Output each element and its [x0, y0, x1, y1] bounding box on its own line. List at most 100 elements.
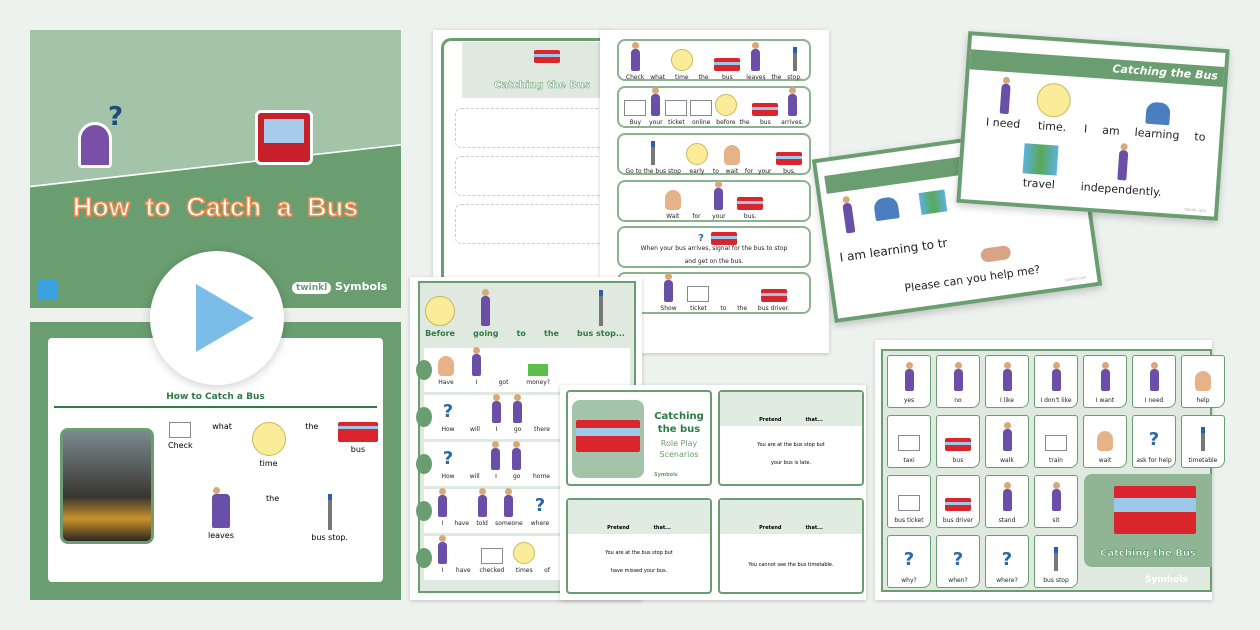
word: where — [530, 520, 550, 527]
bus-driver-icon — [760, 289, 787, 302]
word: How — [441, 426, 455, 433]
learning-icon — [1145, 101, 1172, 126]
independent-icon — [1117, 149, 1129, 181]
play-button[interactable] — [150, 251, 284, 385]
bus-icon — [737, 197, 764, 210]
word: leaves — [746, 74, 766, 81]
symbol-card[interactable]: I need — [1132, 355, 1176, 408]
symbol-card[interactable]: ?when? — [936, 535, 980, 588]
go-icon — [512, 441, 522, 470]
word: early — [689, 168, 705, 175]
symbol-card[interactable]: stand — [985, 475, 1029, 528]
symbol-card[interactable]: walk — [985, 415, 1029, 468]
word: going — [473, 329, 499, 338]
clock-icon — [670, 49, 693, 71]
symbol-card[interactable]: bus driver — [936, 475, 980, 528]
i-need-icon — [999, 83, 1011, 115]
card-line-1: I need time. I am learning to — [986, 79, 1209, 144]
word: will — [470, 426, 480, 433]
i-icon — [438, 535, 447, 564]
phrase-card-front[interactable]: Catching the Bus I need time. I am learn… — [956, 31, 1230, 221]
question-icon: ? — [442, 401, 454, 422]
wait-icon — [664, 190, 681, 210]
symbol-card[interactable]: bus — [936, 415, 980, 468]
symbols-logo: Symbols — [1145, 575, 1188, 585]
symbol-card[interactable]: ?where? — [985, 535, 1029, 588]
word: times — [515, 567, 533, 574]
ticket-icon — [665, 100, 688, 116]
scenario-line: your bus is late. — [770, 460, 812, 466]
word: wait — [725, 168, 739, 175]
bus-icon — [711, 232, 737, 245]
symbol-label: bus ticket — [894, 517, 924, 524]
word: Buy — [629, 119, 642, 126]
pretend-label: Pretend — [759, 417, 782, 423]
bus-icon — [576, 420, 640, 452]
word: ticket — [668, 119, 685, 126]
word: bus. — [783, 168, 796, 175]
symbol-label: where? — [996, 577, 1018, 584]
early-icon — [685, 143, 708, 165]
title-word: Catch a Bus — [185, 191, 359, 223]
symbol-card[interactable]: bus stop — [1034, 535, 1078, 588]
symbol-label: I want — [1095, 397, 1115, 404]
leaving-icon — [751, 42, 761, 71]
symbol-card[interactable]: train — [1034, 415, 1078, 468]
i-icon — [842, 202, 856, 234]
map-icon — [1022, 143, 1059, 176]
bus-icon — [714, 58, 741, 71]
scenario-line: You are at the bus stop but — [605, 550, 673, 556]
go-icon — [513, 394, 523, 423]
word: bus — [759, 119, 771, 126]
symbol-label: when? — [948, 577, 968, 584]
word: your — [712, 213, 726, 220]
feature-title: Catching the Bus — [1100, 548, 1196, 559]
i-don-t-like-icon — [1051, 362, 1061, 391]
twinkl-badge-icon — [38, 280, 58, 300]
symbol-card[interactable]: I don't like — [1034, 355, 1078, 408]
symbol-card[interactable]: wait — [1083, 415, 1127, 468]
symbol-card[interactable]: ?ask for help — [1132, 415, 1176, 468]
word: someone — [495, 520, 523, 527]
word: the — [739, 119, 750, 126]
cover-slide[interactable]: ? How to Catch a Bus twinkl Symbols — [30, 30, 401, 308]
told-icon — [477, 488, 487, 517]
word: stop. — [787, 74, 803, 81]
leaving-person-icon — [211, 487, 230, 528]
symbol-card[interactable]: timetable — [1181, 415, 1225, 468]
bus-stop-icon — [651, 141, 656, 165]
arrives-icon — [787, 87, 797, 116]
symbol-card[interactable]: I want — [1083, 355, 1127, 408]
symbol-label: yes — [903, 397, 915, 404]
word: before — [716, 119, 736, 126]
bus-photo — [60, 428, 154, 544]
someone-icon — [504, 488, 514, 517]
symbol-card[interactable]: no — [936, 355, 980, 408]
symbol-card[interactable]: ?why? — [887, 535, 931, 588]
symbol-card[interactable]: sit — [1034, 475, 1078, 528]
sentence-row-2: leaves the bus stop. — [208, 487, 348, 542]
i-icon — [471, 347, 481, 376]
bus-icon — [752, 103, 779, 116]
symbols-logo: Symbols — [654, 472, 678, 478]
symbol-card[interactable]: help — [1181, 355, 1225, 408]
word: online — [692, 119, 711, 126]
symbol-card[interactable]: bus ticket — [887, 475, 931, 528]
word: Check — [625, 74, 645, 81]
word: go — [512, 473, 521, 480]
symbol-card[interactable]: I like — [985, 355, 1029, 408]
show-icon — [664, 273, 674, 302]
word: there — [534, 426, 550, 433]
title-word: to — [144, 191, 171, 223]
card-footer: twinkl.com — [1184, 206, 1207, 214]
word: bus driver. — [757, 305, 790, 312]
twinkl-logo: twinkl — [292, 282, 332, 294]
title-line: the bus — [657, 424, 701, 435]
symbol-label: I need — [1144, 397, 1164, 404]
symbol-card[interactable]: yes — [887, 355, 931, 408]
slide-header: How to Catch a Bus — [166, 392, 265, 402]
question-icon: ? — [442, 448, 454, 469]
symbol-card[interactable]: taxi — [887, 415, 931, 468]
